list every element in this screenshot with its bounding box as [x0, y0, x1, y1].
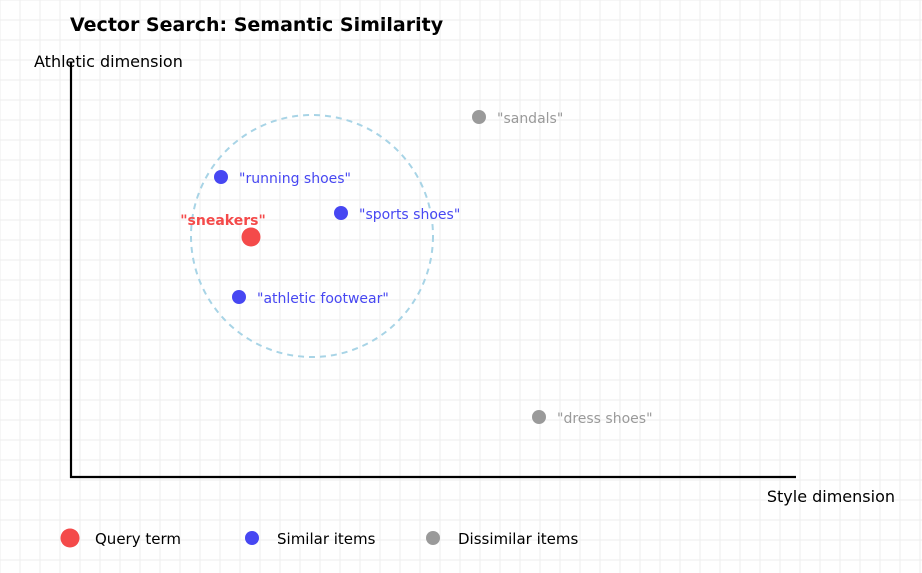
- similarity-radius-circle: [190, 114, 434, 358]
- point-similar-label: "running shoes": [239, 171, 351, 187]
- point-similar-label: "sports shoes": [359, 207, 460, 223]
- legend-similar-marker: [245, 531, 259, 545]
- point-dissimilar-marker: [472, 110, 486, 124]
- legend-dissimilar-marker: [426, 531, 440, 545]
- data-points: "sneakers" "running shoes" "sports shoes" "…: [180, 110, 653, 427]
- point-similar-marker: [334, 206, 348, 220]
- point-similar-marker: [232, 290, 246, 304]
- point-dissimilar-marker: [532, 410, 546, 424]
- point-query-label: "sneakers": [180, 213, 266, 229]
- point-query-marker: [241, 227, 261, 247]
- point-similar-label: "athletic footwear": [257, 291, 389, 307]
- legend-query-label: Query term: [95, 530, 181, 548]
- legend-similar-label: Similar items: [277, 530, 376, 548]
- legend: Query term Similar items Dissimilar items: [60, 528, 578, 548]
- point-dissimilar-label: "sandals": [497, 111, 563, 127]
- legend-dissimilar-label: Dissimilar items: [458, 530, 578, 548]
- point-dissimilar-label: "dress shoes": [557, 411, 653, 427]
- point-similar-marker: [214, 170, 228, 184]
- chart-title: Vector Search: Semantic Similarity: [70, 14, 444, 36]
- y-axis-label: Athletic dimension: [34, 52, 183, 71]
- legend-query-marker: [60, 528, 80, 548]
- x-axis-label: Style dimension: [767, 487, 895, 506]
